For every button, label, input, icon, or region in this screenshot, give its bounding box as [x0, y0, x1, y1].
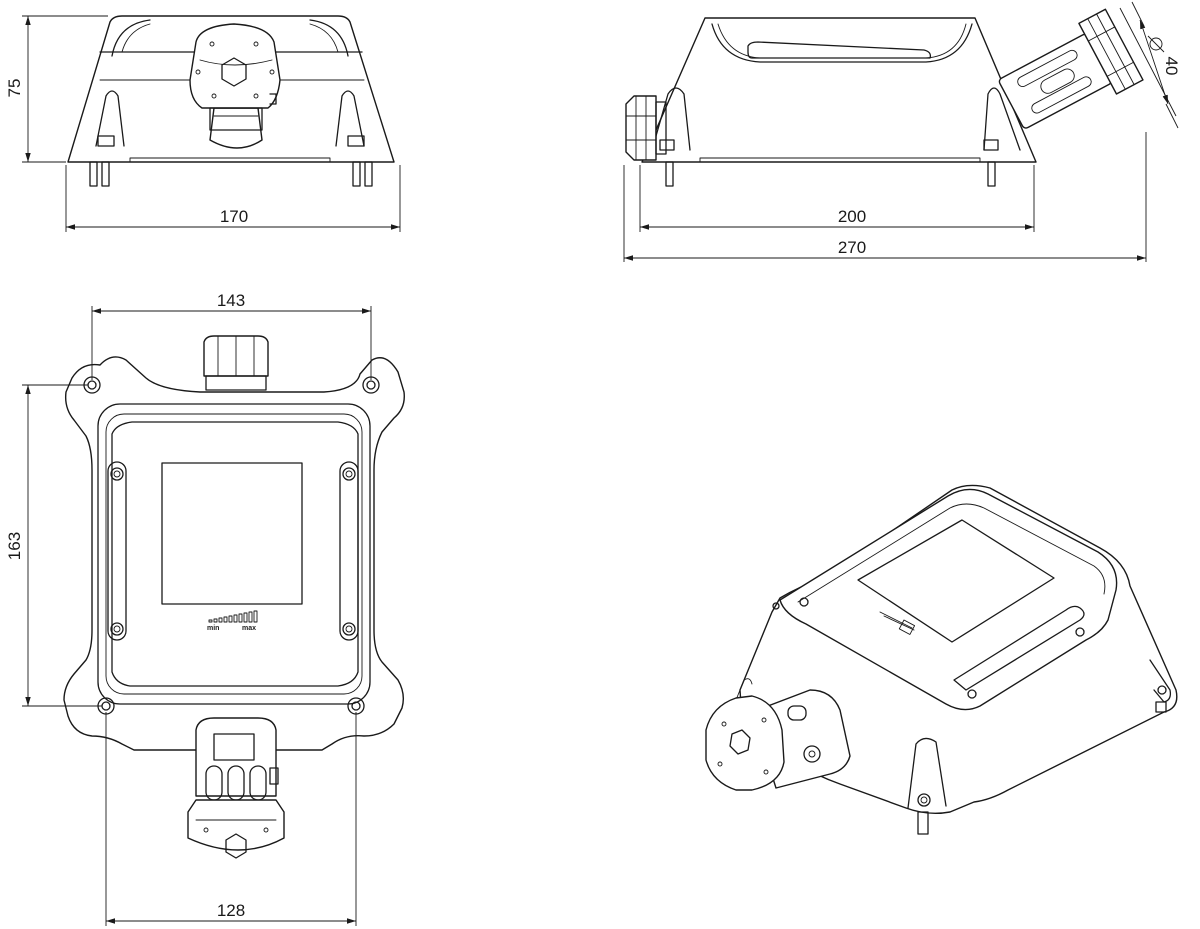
gland-diameter-label: 40	[1162, 57, 1181, 76]
side-length-dimensions: 200 270	[623, 132, 1147, 262]
front-width-label: 170	[220, 207, 248, 226]
top-width-label: 143	[217, 291, 245, 310]
side-base-length-label: 200	[838, 207, 866, 226]
front-view	[67, 15, 395, 187]
side-view	[625, 8, 1144, 187]
top-hole-spacing-dimension: 128	[105, 712, 357, 926]
level-bar-indicator	[208, 610, 258, 623]
front-height-label: 75	[5, 79, 24, 98]
gland-diameter-dimension: 40	[1119, 1, 1181, 129]
front-height-dimension: 75	[5, 15, 108, 163]
top-height-label: 163	[5, 532, 24, 560]
top-hole-spacing-label: 128	[217, 901, 245, 920]
top-view: min max	[63, 335, 405, 859]
diameter-symbol	[1149, 37, 1163, 51]
side-overall-length-label: 270	[838, 238, 866, 257]
isometric-view	[705, 484, 1178, 835]
min-label: min	[207, 625, 219, 632]
front-width-dimension: 170	[65, 165, 401, 232]
top-height-dimension: 163	[5, 384, 102, 707]
iso-level-bar	[879, 611, 916, 635]
top-width-dimension: 143	[91, 291, 372, 380]
max-label: max	[242, 625, 256, 632]
